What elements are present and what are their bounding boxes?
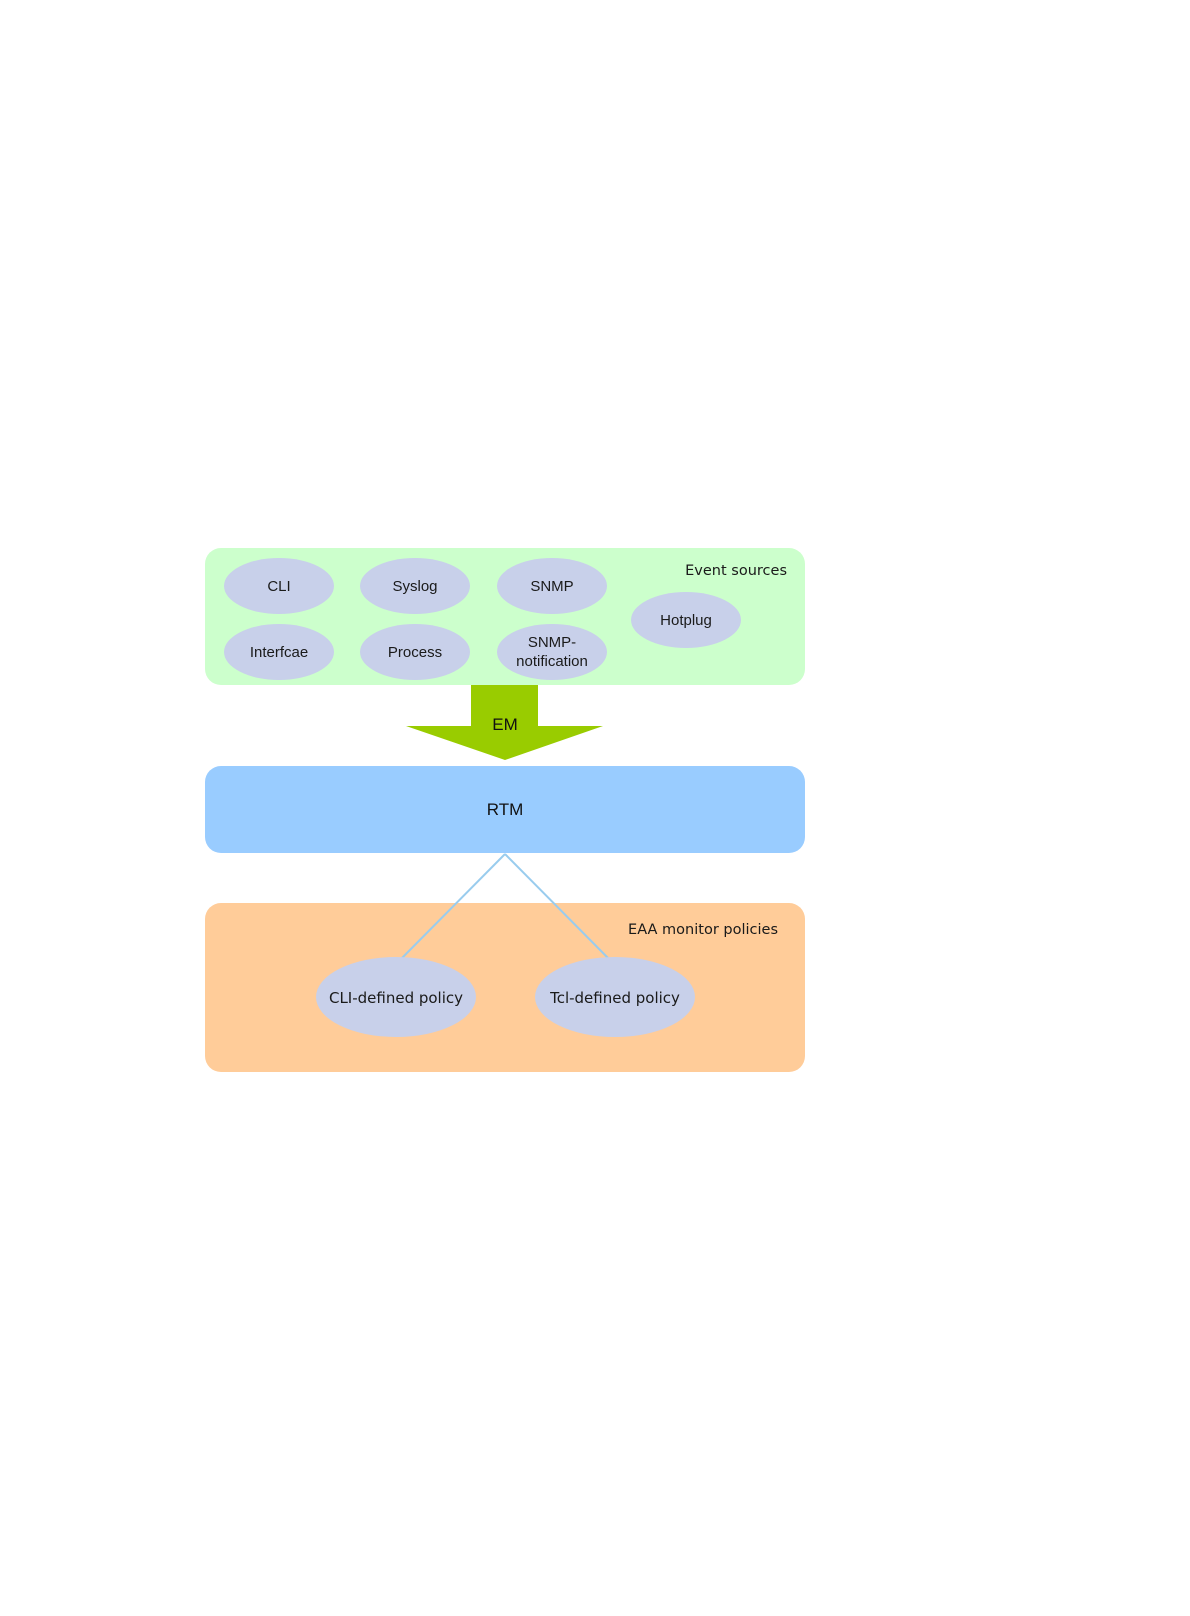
em-label: EM: [492, 715, 518, 734]
event-source-interface-label: Interfcae: [250, 644, 308, 661]
event-source-interface: Interfcae: [224, 624, 334, 680]
policy-tcl-defined-label: Tcl-defined policy: [549, 989, 680, 1007]
policy-tcl-defined: Tcl-defined policy: [535, 957, 695, 1037]
em-arrow: EM: [406, 685, 603, 760]
policy-cli-defined-label: CLI-defined policy: [329, 989, 463, 1007]
event-source-snmp-label: SNMP: [530, 578, 573, 595]
rtm-block: RTM: [205, 766, 805, 853]
rtm-label: RTM: [487, 800, 524, 819]
event-source-snmp: SNMP: [497, 558, 607, 614]
event-source-process-label: Process: [388, 644, 442, 661]
event-source-cli-label: CLI: [267, 578, 290, 595]
event-sources-label: Event sources: [685, 563, 787, 579]
event-source-snmp-notification-node: [497, 624, 607, 680]
event-source-syslog-label: Syslog: [392, 578, 437, 595]
monitor-policies-group: EAA monitor policies: [205, 903, 805, 1072]
label-line: SNMP-: [528, 634, 576, 651]
event-source-hotplug: Hotplug: [631, 592, 741, 648]
event-source-process: Process: [360, 624, 470, 680]
label-line: notification: [516, 653, 588, 670]
event-sources-group: Event sources CLI Syslog SNMP Hotplug In…: [205, 548, 805, 685]
event-source-syslog: Syslog: [360, 558, 470, 614]
policy-cli-defined: CLI-defined policy: [316, 957, 476, 1037]
event-source-snmp-notification: SNMP-notification: [497, 624, 607, 680]
monitor-policies-label: EAA monitor policies: [628, 922, 778, 938]
event-source-cli: CLI: [224, 558, 334, 614]
event-source-hotplug-label: Hotplug: [660, 612, 712, 629]
